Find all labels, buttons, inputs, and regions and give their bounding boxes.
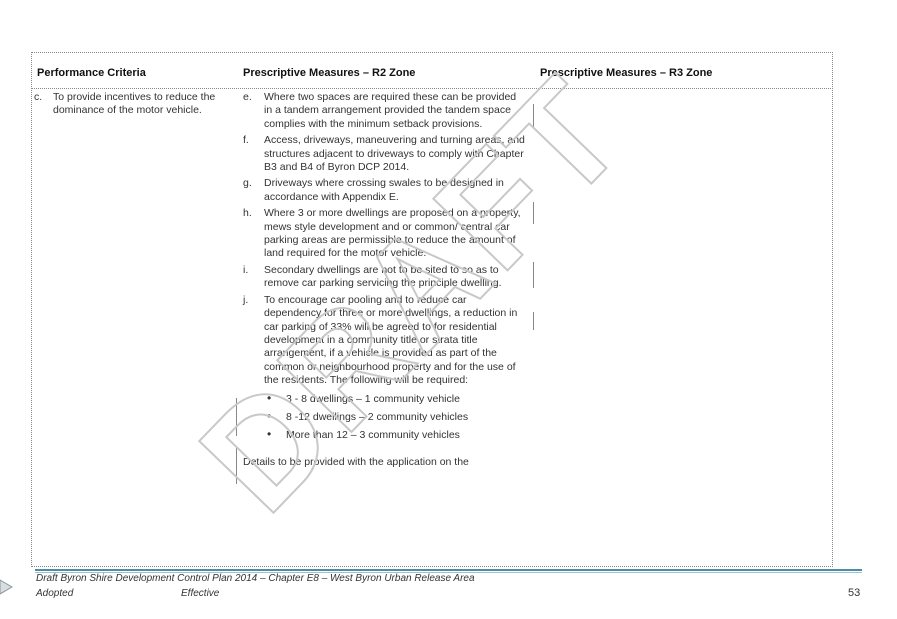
bullet-text: More than 12 – 3 community vehicles	[286, 429, 460, 442]
measure-item: e. Where two spaces are required these c…	[243, 91, 526, 131]
details-text: Details to be provided with the applicat…	[243, 455, 469, 468]
measure-text: To encourage car pooling and to reduce c…	[264, 293, 518, 387]
bullet-icon: •	[267, 427, 272, 442]
measure-item: j. To encourage car pooling and to reduc…	[243, 294, 526, 388]
footer-document-title: Draft Byron Shire Development Control Pl…	[36, 573, 475, 584]
r2-measures-cell: e. Where two spaces are required these c…	[243, 91, 533, 469]
table-header-divider	[31, 88, 833, 89]
measure-item: i. Secondary dwellings are not to be sit…	[243, 264, 526, 291]
measure-text: Access, driveways, maneuvering and turni…	[264, 134, 525, 174]
measure-text: Where two spaces are required these can …	[264, 91, 517, 130]
measure-letter: i.	[243, 263, 249, 276]
measure-item: g. Driveways where crossing swales to be…	[243, 177, 526, 204]
bullet-text: 3 - 8 dwellings – 1 community vehicle	[286, 392, 460, 405]
bullet-icon: •	[267, 390, 272, 405]
bullet-icon: •	[267, 408, 272, 423]
change-bar	[533, 312, 534, 330]
change-bar	[533, 262, 534, 288]
measure-text: Secondary dwellings are not to be sited …	[264, 263, 502, 290]
footer-rule-secondary	[35, 572, 862, 573]
header-performance-criteria: Performance Criteria	[37, 67, 146, 79]
measure-letter: j.	[243, 293, 249, 306]
bullet-text: 8 -12 dwellings – 2 community vehicles	[286, 410, 469, 423]
change-bar	[533, 104, 534, 128]
footer-effective: Effective	[181, 588, 220, 599]
measure-item: f. Access, driveways, maneuvering and tu…	[243, 134, 526, 174]
change-bar	[236, 398, 237, 436]
performance-criteria-cell: c. To provide incentives to reduce the d…	[34, 91, 234, 117]
criteria-letter: c.	[34, 91, 43, 103]
footer-rule	[35, 569, 862, 571]
change-bar	[236, 446, 237, 484]
footer-status: Adopted	[36, 588, 74, 599]
measure-item: h. Where 3 or more dwellings are propose…	[243, 207, 526, 261]
measure-letter: e.	[243, 91, 252, 103]
change-bar	[533, 202, 534, 224]
header-r3-zone: Prescriptive Measures – R3 Zone	[540, 67, 713, 79]
measure-letter: f.	[243, 134, 249, 147]
header-r2-zone: Prescriptive Measures – R2 Zone	[243, 67, 416, 79]
measure-text: Where 3 or more dwellings are proposed o…	[264, 207, 521, 260]
measure-letter: h.	[243, 207, 252, 220]
page-number: 53	[848, 587, 861, 599]
table-frame	[31, 52, 833, 567]
list-item: • More than 12 – 3 community vehicles	[264, 427, 533, 442]
list-item: • 8 -12 dwellings – 2 community vehicles	[264, 408, 533, 424]
list-item: • 3 - 8 dwellings – 1 community vehicle	[264, 390, 533, 406]
vehicle-bullet-list: • 3 - 8 dwellings – 1 community vehicle …	[264, 390, 533, 443]
chevron-right-icon	[0, 579, 13, 595]
measure-text: Driveways where crossing swales to be de…	[264, 177, 504, 203]
measure-letter: g.	[243, 177, 252, 190]
criteria-text: To provide incentives to reduce the domi…	[53, 91, 216, 116]
